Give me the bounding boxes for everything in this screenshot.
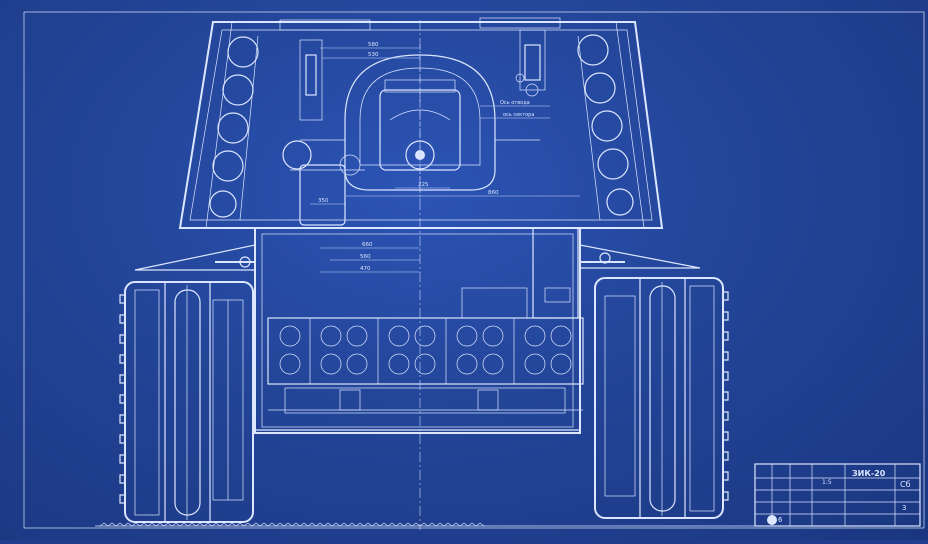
hull-ammo-stowage — [267, 317, 584, 385]
left-ammo-rack — [209, 35, 259, 221]
left-fender — [134, 244, 256, 271]
commander-periscope — [515, 29, 546, 97]
right-fender — [579, 244, 701, 269]
right-track — [594, 277, 729, 519]
left-track — [119, 281, 254, 523]
dim-470: 470 — [360, 266, 371, 272]
annotation-axis-2: ось сектора — [503, 112, 534, 118]
annotation-axis-1: Ось отвода — [500, 100, 530, 106]
stamp-mark — [767, 515, 777, 525]
hull-equipment-box — [532, 227, 579, 319]
hull-floor — [268, 387, 583, 414]
dim-560: 560 — [360, 254, 371, 260]
drawing-number: 6 — [778, 516, 783, 524]
hull-outline — [254, 227, 581, 434]
ground-line — [95, 522, 760, 527]
drawing-code: Сб — [900, 480, 911, 489]
left-bar-mount — [239, 256, 251, 268]
sheet-number: 3 — [902, 504, 906, 512]
title-block: ЗИК-20 1:5 Сб 3 6 — [754, 463, 921, 527]
dim-350: 350 — [318, 198, 329, 204]
dim-860: 860 — [488, 190, 499, 196]
gunner-sight — [282, 39, 365, 226]
roof-hatch-right — [479, 17, 561, 29]
drawing-designation: ЗИК-20 — [852, 469, 886, 478]
turret-outline — [178, 21, 664, 229]
right-bar-mount — [599, 252, 611, 264]
right-ammo-rack — [577, 34, 634, 221]
drawing-scale: 1:5 — [822, 479, 832, 486]
dim-660: 660 — [362, 242, 373, 248]
roof-hatch-left — [279, 19, 371, 31]
hull-stowage-box — [461, 287, 528, 319]
drawing-frame — [23, 11, 925, 529]
dim-530: 530 — [368, 52, 379, 58]
hull-small-box — [544, 287, 571, 303]
dim-225: 225 — [418, 182, 429, 188]
dim-580: 580 — [368, 42, 379, 48]
